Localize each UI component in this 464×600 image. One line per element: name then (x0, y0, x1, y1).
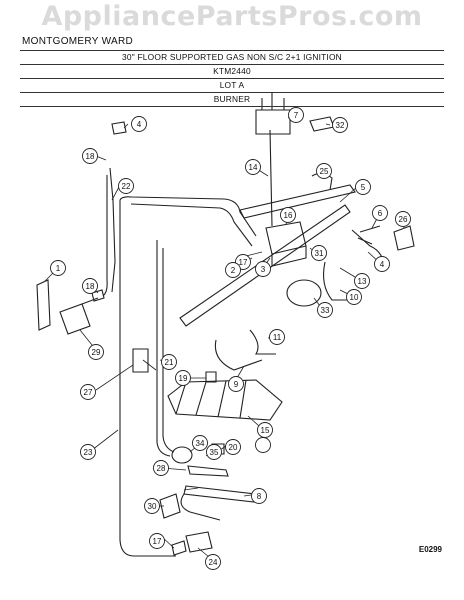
tube-22 (102, 175, 108, 297)
burner-tube-11 (249, 329, 276, 355)
tube-21b (162, 248, 175, 453)
disc-33 (286, 279, 322, 307)
callout-17b: 17 (153, 537, 162, 546)
tube-upper-2 (130, 203, 253, 247)
part-17-fitting (171, 540, 187, 556)
callout-24: 24 (209, 558, 218, 567)
diagram-code: E0299 (418, 545, 442, 554)
callout-5: 5 (361, 183, 366, 192)
callout-1: 1 (56, 264, 61, 273)
callout-22: 22 (122, 182, 131, 191)
callout-17a: 17 (239, 258, 248, 267)
callout-4a: 4 (137, 120, 142, 129)
safety-valve-29 (59, 303, 91, 335)
part-26 (393, 225, 415, 251)
thermostat-body (255, 109, 291, 135)
manifold-bracket (239, 184, 356, 219)
tube-23 (119, 200, 176, 557)
callout-20: 20 (229, 443, 238, 452)
callout-8: 8 (257, 492, 262, 501)
callout-21: 21 (165, 358, 174, 367)
callout-23: 23 (84, 448, 93, 457)
watermark: AppliancePartsPros.com (41, 1, 423, 32)
title-line-model-number: KTM2440 (20, 65, 444, 79)
callout-4b: 4 (380, 260, 385, 269)
valve-body (265, 221, 307, 255)
thermostat-stem (269, 129, 273, 227)
callout-25: 25 (320, 167, 329, 176)
part-19 (205, 371, 217, 383)
callout-33: 33 (321, 306, 330, 315)
part-34 (171, 446, 193, 464)
part-6 (357, 225, 381, 245)
tube-10 (323, 261, 350, 301)
callout-27: 27 (84, 388, 93, 397)
callout-31: 31 (315, 249, 324, 258)
callout-6: 6 (378, 209, 383, 218)
callout-7: 7 (294, 111, 299, 120)
title-line-model-description: 30" FLOOR SUPPORTED GAS NON S/C 2+1 IGNI… (20, 51, 444, 65)
manifold-pipe (179, 204, 351, 327)
callout-30: 30 (148, 502, 157, 511)
callout-15: 15 (261, 426, 270, 435)
callout-18b: 18 (86, 282, 95, 291)
title-line-lot: LOT A (20, 79, 444, 93)
tube-18 (109, 167, 116, 293)
callout-9: 9 (234, 380, 239, 389)
callout-26: 26 (399, 215, 408, 224)
callout-13: 13 (358, 277, 367, 286)
part-4-top (111, 121, 127, 135)
bracket-1 (36, 279, 51, 331)
callout-18a: 18 (86, 152, 95, 161)
callout-34: 34 (196, 439, 205, 448)
part-24 (185, 531, 213, 553)
callout-2: 2 (231, 266, 236, 275)
part-18-fitting (91, 289, 105, 302)
title-block: 30" FLOOR SUPPORTED GAS NON S/C 2+1 IGNI… (20, 50, 444, 107)
callout-16: 16 (284, 211, 293, 220)
tube-21 (156, 240, 171, 457)
callout-32: 32 (336, 121, 345, 130)
part-28 (187, 465, 229, 477)
burner-spreader (167, 379, 283, 421)
callout-14: 14 (249, 163, 258, 172)
callout-11: 11 (273, 333, 282, 342)
part-32 (309, 116, 335, 132)
callout-10: 10 (350, 293, 359, 302)
callout-28: 28 (157, 464, 166, 473)
callout-3: 3 (261, 265, 266, 274)
title-line-section: BURNER (20, 93, 444, 107)
burner-tube-9 (214, 339, 263, 371)
callout-35: 35 (210, 448, 219, 457)
callout-29: 29 (92, 348, 101, 357)
callout-19: 19 (179, 374, 188, 383)
tube-upper (119, 196, 257, 237)
brand-label: MONTGOMERY WARD (22, 36, 133, 47)
callout-labels: 4 18 22 1 18 29 27 23 21 19 15 8 17 24 3… (56, 111, 408, 567)
part-30 (159, 493, 181, 519)
pilot-27 (132, 348, 149, 373)
